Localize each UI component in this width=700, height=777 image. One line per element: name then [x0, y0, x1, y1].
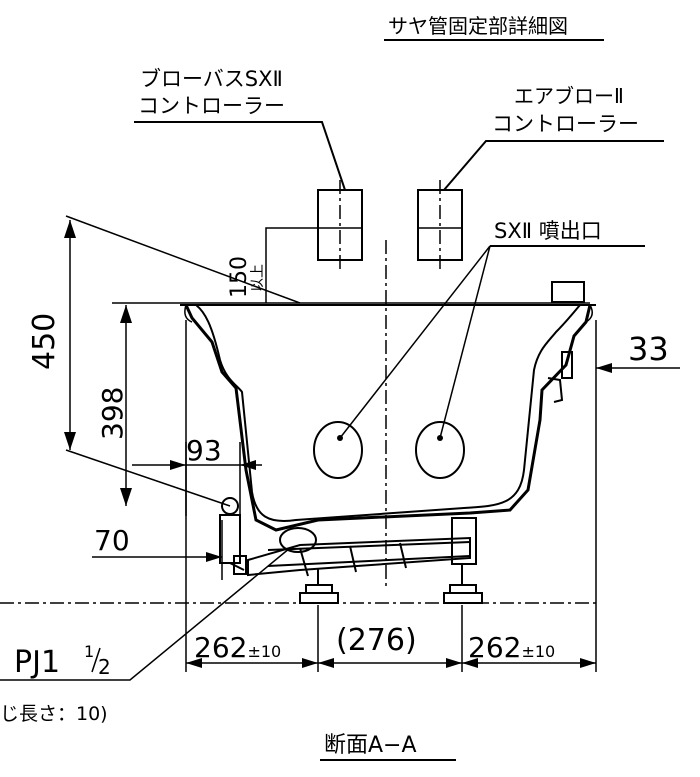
blow-bath-label-1: ブローバスSXⅡ [140, 67, 283, 91]
sx-outlet-label: SXⅡ 噴出口 [494, 219, 602, 243]
bottom-arrow-6 [580, 658, 596, 668]
dim-150-note: 以上 [250, 264, 266, 292]
dim-93-arrow-right [240, 460, 256, 470]
dim-398-arrow-top [120, 305, 132, 323]
dim-150-extension [265, 227, 318, 303]
dim-70-arrow [206, 552, 222, 562]
pj-fraction-bar [91, 647, 101, 673]
bottom-arrow-2 [302, 658, 318, 668]
dim-262-left-value: 262±10 [194, 631, 281, 664]
tub-foot-right [443, 563, 483, 604]
dim-276-value: (276) [336, 623, 417, 658]
pj-drain-label: PJ1 [14, 645, 60, 680]
air-blow-label-1: エアブローⅡ [514, 84, 624, 108]
piping-assembly [219, 351, 573, 577]
pj-fraction-denominator: 2 [98, 655, 111, 679]
dim-93-arrow-left [170, 460, 186, 470]
sx-outlet-leader-2 [439, 245, 491, 439]
dim-262-right-value: 262±10 [468, 631, 555, 664]
sx-outlet-right [415, 421, 465, 479]
blow-bath-controller [317, 180, 363, 272]
thread-length-note: じ長さ：10) [0, 703, 108, 725]
dim-70-value: 70 [94, 524, 130, 557]
sx-outlet-leader-1 [339, 245, 491, 439]
sx-outlet-left [313, 421, 363, 479]
sleeve-detail-title: サヤ管固定部詳細図 [388, 14, 568, 38]
blow-bath-leader [134, 121, 346, 191]
dim-450-arrow-top [64, 220, 76, 238]
air-blow-controller [417, 180, 463, 272]
dim-450-extension [65, 215, 301, 304]
dim-33-value: 33 [628, 330, 669, 368]
section-title: 断面A−A [324, 733, 417, 758]
bottom-arrow-4 [446, 658, 462, 668]
bottom-arrow-1 [186, 658, 202, 668]
bathtub-shell [180, 281, 596, 532]
pj-leader [0, 547, 291, 681]
dim-398-value: 398 [96, 387, 129, 440]
dim-93-value: 93 [186, 434, 222, 467]
air-blow-label-2: コントローラー [492, 112, 639, 136]
dim-398-arrow-bottom [120, 488, 132, 506]
dim-33-arrow [596, 363, 612, 373]
tub-foot-left [299, 568, 339, 604]
dim-450-arrow-bottom [64, 432, 76, 450]
leader-93-diagonal [65, 449, 231, 507]
air-blow-leader [443, 140, 664, 191]
blow-bath-label-2: コントローラー [138, 94, 285, 118]
dim-450-value: 450 [27, 313, 62, 370]
bottom-arrow-5 [462, 658, 478, 668]
bottom-arrow-3 [318, 658, 334, 668]
pj-fraction-numerator: 1 [84, 642, 94, 661]
